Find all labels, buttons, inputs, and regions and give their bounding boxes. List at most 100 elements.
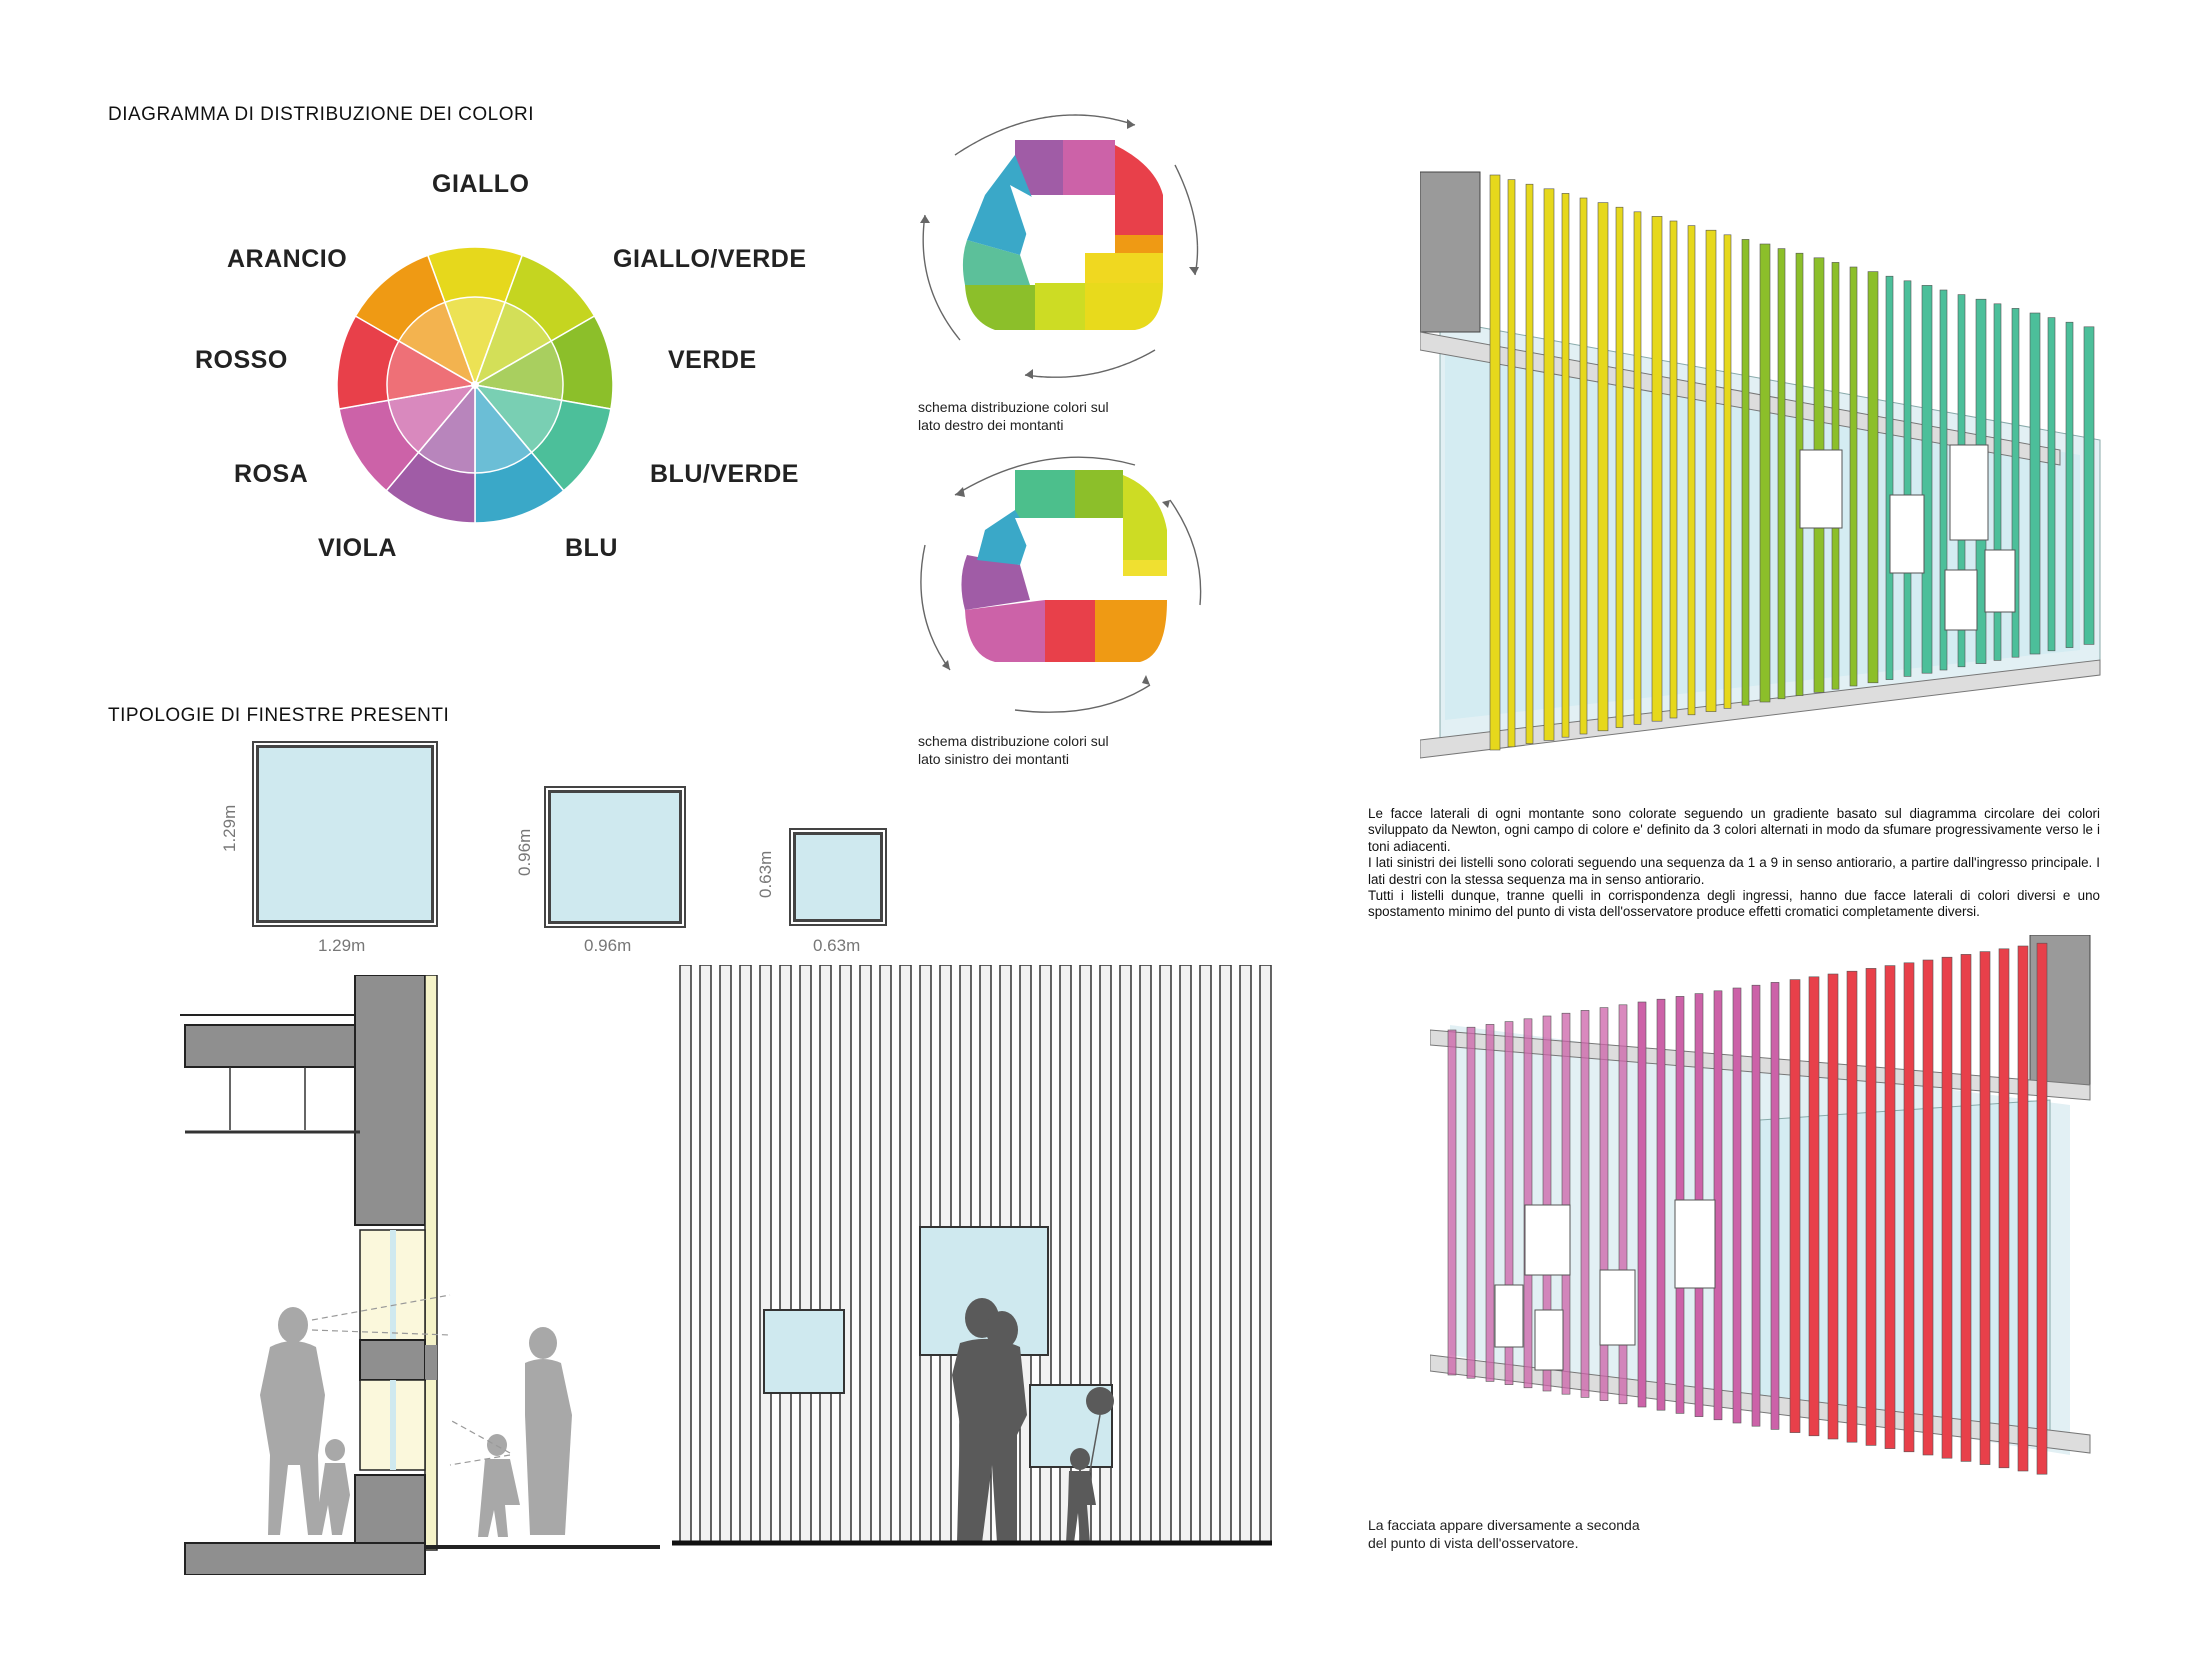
elevation-slat — [819, 965, 832, 1544]
window-medium-width: 0.96m — [584, 936, 632, 955]
facade-view-right — [1420, 171, 2101, 759]
wheel-label-giallo-verde: GIALLO/VERDE — [613, 245, 807, 273]
facade-slat — [1466, 1026, 1476, 1379]
elevation-slat — [1119, 965, 1132, 1544]
wheel-sector-tint — [475, 302, 552, 385]
facade-slat — [2036, 942, 2048, 1475]
facade-slat — [1580, 1010, 1590, 1398]
facade-slat — [1507, 179, 1516, 748]
wheel-label-blu-verde: BLU/VERDE — [650, 460, 799, 488]
facade-slat — [1808, 976, 1820, 1437]
elevation-slat — [799, 965, 812, 1544]
facade-slat — [1543, 188, 1555, 741]
facade-slat — [1922, 959, 1934, 1456]
windows-heading: TIPOLOGIE DI FINESTRE PRESENTI — [108, 705, 450, 726]
window-type-medium — [546, 788, 684, 926]
elevation-slat — [899, 965, 912, 1544]
facade-slat — [1867, 271, 1879, 684]
facade-slat — [1998, 948, 2010, 1469]
scheme-right-caption-1: schema distribuzione colori sul — [918, 399, 1109, 415]
elevation-slat — [1259, 965, 1272, 1544]
elevation-slat — [699, 965, 712, 1544]
facade-slat — [1525, 183, 1534, 744]
facade-slat — [1599, 1007, 1609, 1401]
facade-slat — [1633, 211, 1642, 725]
facade-slat — [1960, 954, 1972, 1462]
wheel-sector-tint — [388, 385, 475, 453]
elevation-slat — [1239, 965, 1252, 1544]
wheel-sector-tint — [475, 385, 532, 473]
wheel-sector-inner — [397, 301, 477, 387]
facade-slat — [1523, 1018, 1533, 1389]
facade-caption-1: La facciata appare diversamente a second… — [1368, 1517, 1640, 1533]
facade-slat — [1789, 979, 1801, 1433]
facade-slat — [1579, 197, 1588, 735]
elevation-slat — [859, 965, 872, 1544]
scheme-left-diagram — [920, 456, 1202, 713]
wheel-label-arancio: ARANCIO — [227, 245, 348, 273]
window-large-height: 1.29m — [220, 804, 239, 852]
wheel-sector-tint — [475, 385, 562, 453]
elevation-slat — [1199, 965, 1212, 1544]
facade-slat — [1618, 1004, 1628, 1405]
elevation-slat — [719, 965, 732, 1544]
description-p1: Le facce laterali di ogni montante sono … — [1368, 806, 2100, 854]
window-type-large — [254, 743, 436, 925]
facade-slat — [1979, 951, 1991, 1465]
window-type-small — [791, 830, 885, 924]
window-small-width: 0.63m — [813, 936, 861, 955]
wheel-label-blu: BLU — [565, 534, 618, 562]
facade-slat — [2029, 312, 2041, 655]
scheme-left-caption-1: schema distribuzione colori sul — [918, 733, 1109, 749]
facade-slat — [1993, 303, 2002, 661]
diagram-heading: DIAGRAMMA DI DISTRIBUZIONE DEI COLORI — [108, 104, 534, 125]
wheel-sector-tint — [387, 341, 475, 401]
facade-slat — [1489, 174, 1501, 751]
facade-slat — [1827, 973, 1839, 1440]
facade-slat — [1485, 1024, 1495, 1382]
description-paragraph: Le facce laterali di ogni montante sono … — [1368, 806, 2100, 921]
color-wheel — [336, 246, 614, 524]
elevation-slat — [1139, 965, 1152, 1544]
wheel-sector-tint — [418, 385, 475, 473]
scheme-right-caption-2: lato destro dei montanti — [918, 417, 1064, 433]
wheel-sector-tint — [444, 297, 506, 385]
elevation-slat — [839, 965, 852, 1544]
facade-slat — [2083, 326, 2095, 645]
facade-slat — [1865, 968, 1877, 1446]
wheel-label-giallo: GIALLO — [432, 170, 530, 198]
facade-slat — [1846, 970, 1858, 1443]
facade-slat — [1884, 965, 1896, 1449]
facade-slat — [2047, 317, 2056, 652]
elevation-slat — [739, 965, 752, 1544]
facade-slat — [1687, 225, 1696, 716]
wheel-label-verde: VERDE — [668, 346, 757, 374]
window-large-width: 1.29m — [318, 936, 366, 955]
elevation-slat — [779, 965, 792, 1544]
facade-slat — [1705, 229, 1717, 712]
facade-slat — [1651, 216, 1663, 722]
elevation-slat — [1159, 965, 1172, 1544]
facade-slat — [1849, 266, 1858, 687]
window-medium-height: 0.96m — [515, 828, 534, 876]
section-drawing — [180, 975, 660, 1575]
facade-slat — [1542, 1015, 1552, 1392]
elevation-slat — [1219, 965, 1232, 1544]
facade-slat — [2017, 945, 2029, 1472]
facade-slat — [1939, 289, 1948, 671]
facade-slat — [1656, 998, 1666, 1411]
facade-slat — [1447, 1029, 1457, 1376]
facade-slat — [2065, 321, 2074, 648]
facade-slat — [1561, 193, 1570, 738]
facade-slat — [1561, 1012, 1571, 1395]
facade-slat — [1751, 984, 1761, 1427]
facade-slat — [1741, 239, 1750, 706]
facade-slat — [1597, 202, 1609, 732]
wheel-label-rosa: ROSA — [234, 460, 309, 488]
facade-slat — [1637, 1001, 1647, 1408]
facade-slat — [1759, 243, 1771, 703]
scheme-right-diagram — [920, 114, 1199, 379]
elevation-slat — [1179, 965, 1192, 1544]
facade-slat — [1885, 275, 1894, 680]
window-small-height: 0.63m — [756, 850, 775, 898]
